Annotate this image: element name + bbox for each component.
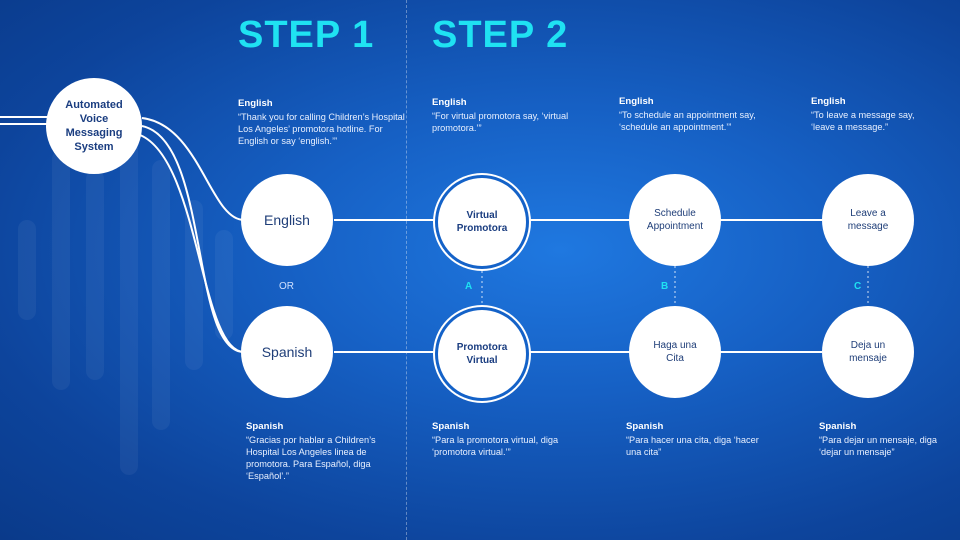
promotora-virtual-label: Promotora Virtual bbox=[456, 342, 508, 366]
option-a-spanish-text: “Para la promotora virtual, diga ‘promot… bbox=[432, 435, 559, 457]
step1-spanish-text: “Gracias por hablar a Children’s Hospita… bbox=[246, 435, 376, 481]
schedule-appointment-node[interactable]: Schedule Appointment bbox=[629, 174, 721, 266]
option-c-english-text: “To leave a message say, ‘leave a messag… bbox=[811, 110, 915, 132]
option-b-spanish-text: “Para hacer una cita, diga ‘hacer una ci… bbox=[626, 435, 759, 457]
option-a-label: A bbox=[465, 281, 473, 292]
step-2-heading: STEP 2 bbox=[432, 14, 569, 56]
root-label: Automated Voice Messaging System bbox=[65, 99, 123, 153]
option-a-spanish-description: Spanish “Para la promotora virtual, diga… bbox=[432, 421, 592, 458]
step1-english-text: “Thank you for calling Children’s Hospit… bbox=[238, 112, 405, 146]
english-node-label: English bbox=[264, 212, 310, 228]
spanish-node[interactable]: Spanish bbox=[241, 306, 333, 398]
automated-voice-messaging-system-node: Automated Voice Messaging System bbox=[46, 78, 142, 174]
option-c-english-description: English “To leave a message say, ‘leave … bbox=[811, 96, 936, 133]
option-a-english-heading: English bbox=[432, 97, 467, 108]
option-b-english-heading: English bbox=[619, 96, 654, 107]
step1-english-description: English “Thank you for calling Children’… bbox=[238, 98, 408, 147]
option-c-spanish-description: Spanish “Para dejar un mensaje, diga ‘de… bbox=[819, 421, 944, 458]
schedule-appointment-label: Schedule Appointment bbox=[646, 208, 704, 232]
spanish-node-label: Spanish bbox=[261, 344, 313, 360]
option-c-label: C bbox=[854, 281, 862, 292]
option-b-label: B bbox=[661, 281, 669, 292]
virtual-promotora-label: Virtual Promotora bbox=[456, 210, 508, 234]
deja-un-mensaje-label: Deja un mensaje bbox=[849, 340, 887, 364]
leave-a-message-node[interactable]: Leave a message bbox=[822, 174, 914, 266]
step-divider bbox=[406, 0, 407, 540]
haga-una-cita-label: Haga una Cita bbox=[653, 340, 697, 364]
option-b-spanish-description: Spanish “Para hacer una cita, diga ‘hace… bbox=[626, 421, 766, 458]
option-b-english-text: “To schedule an appointment say, ‘schedu… bbox=[619, 110, 756, 132]
option-b-english-description: English “To schedule an appointment say,… bbox=[619, 96, 779, 133]
virtual-promotora-node[interactable]: Virtual Promotora bbox=[438, 178, 526, 266]
option-a-spanish-heading: Spanish bbox=[432, 421, 470, 432]
step1-spanish-heading: Spanish bbox=[246, 421, 284, 432]
option-c-english-heading: English bbox=[811, 96, 846, 107]
step1-english-heading: English bbox=[238, 98, 273, 109]
promotora-virtual-node[interactable]: Promotora Virtual bbox=[438, 310, 526, 398]
step1-spanish-description: Spanish “Gracias por hablar a Children’s… bbox=[246, 421, 406, 482]
option-a-english-text: “For virtual promotora say, ‘virtual pro… bbox=[432, 111, 569, 133]
leave-a-message-label: Leave a message bbox=[847, 208, 889, 232]
english-node[interactable]: English bbox=[241, 174, 333, 266]
option-b-spanish-heading: Spanish bbox=[626, 421, 664, 432]
option-a-english-description: English “For virtual promotora say, ‘vir… bbox=[432, 97, 572, 134]
haga-una-cita-node[interactable]: Haga una Cita bbox=[629, 306, 721, 398]
deja-un-mensaje-node[interactable]: Deja un mensaje bbox=[822, 306, 914, 398]
option-c-spanish-heading: Spanish bbox=[819, 421, 857, 432]
step-1-heading: STEP 1 bbox=[238, 14, 375, 56]
or-label: OR bbox=[279, 281, 294, 292]
option-c-spanish-text: “Para dejar un mensaje, diga ‘dejar un m… bbox=[819, 435, 937, 457]
